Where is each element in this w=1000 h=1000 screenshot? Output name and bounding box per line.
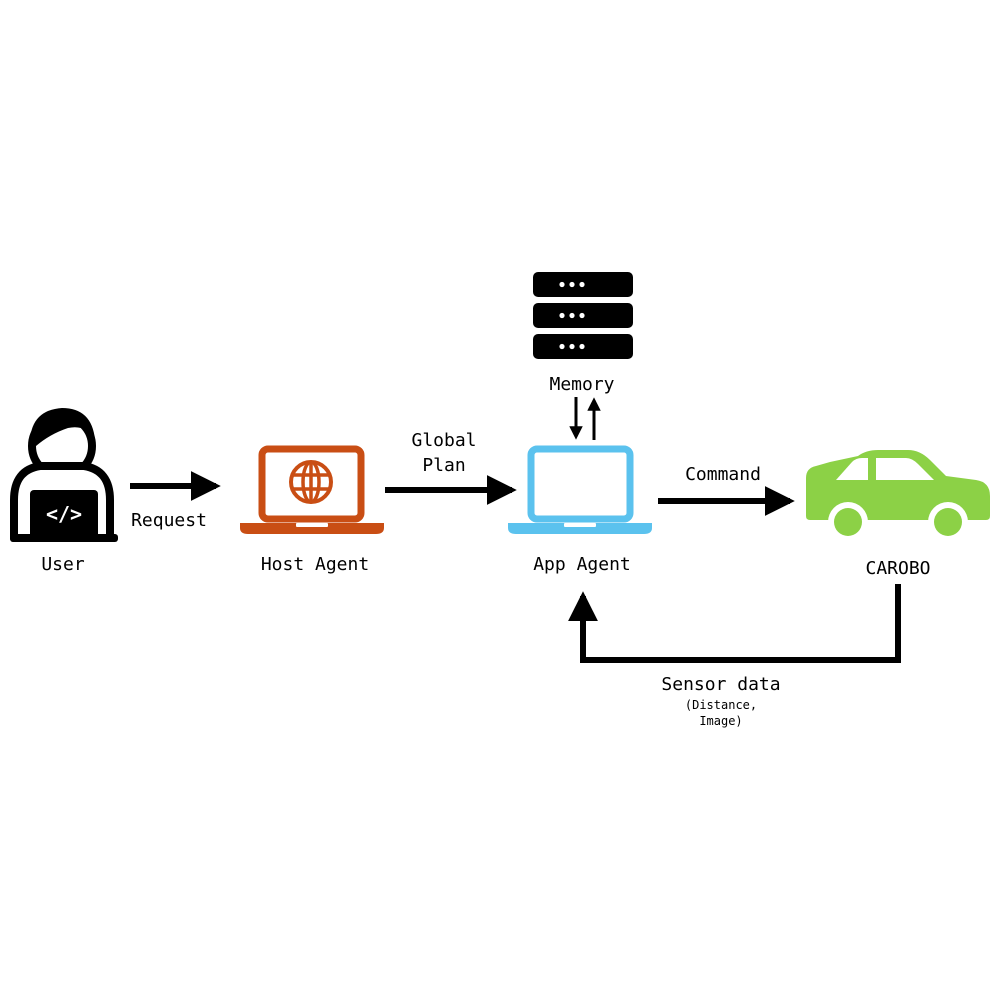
global-plan-label-line1: Global xyxy=(411,430,476,451)
laptop-globe-icon xyxy=(240,445,384,534)
command-label: Command xyxy=(685,464,761,485)
request-label: Request xyxy=(131,510,207,531)
sensor-data-arrow xyxy=(568,584,901,663)
memory-label: Memory xyxy=(549,374,614,395)
server-stack-icon xyxy=(533,272,633,359)
car-icon xyxy=(806,450,990,542)
svg-text:</>: </> xyxy=(46,502,82,526)
user-label: User xyxy=(41,554,85,575)
sensor-data-label: Sensor data xyxy=(661,674,780,695)
carobo-label: CAROBO xyxy=(865,558,930,579)
laptop-icon xyxy=(508,445,652,534)
host-agent-label: Host Agent xyxy=(261,554,369,575)
developer-at-laptop-icon: </> xyxy=(10,408,118,542)
sensor-detail-line2: Image) xyxy=(699,714,742,728)
sensor-detail-line1: (Distance, xyxy=(685,698,757,712)
global-plan-label-line2: Plan xyxy=(422,455,465,476)
app-agent-label: App Agent xyxy=(533,554,631,575)
